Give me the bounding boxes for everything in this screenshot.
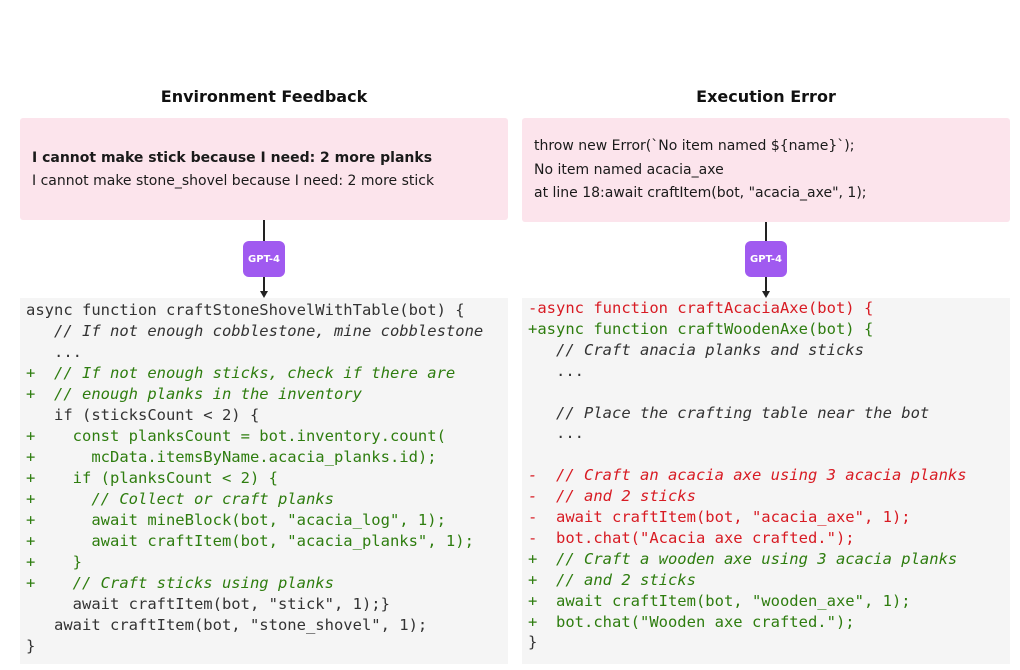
feedback-line: I cannot make stick because I need: 2 mo… <box>32 150 433 166</box>
code-line: +async function craftWoodenAxe(bot) { <box>528 319 874 338</box>
environment-feedback-box: I cannot make stick because I need: 2 mo… <box>20 118 508 220</box>
code-line: } <box>26 637 36 655</box>
feedback-line: I cannot make stone_shovel because I nee… <box>32 173 435 189</box>
code-line: + } <box>26 553 82 571</box>
connector-line <box>263 277 265 291</box>
connector-line <box>263 220 265 242</box>
code-line: + await craftItem(bot, "acacia_planks", … <box>26 532 474 550</box>
down-arrow-icon <box>762 291 770 298</box>
code-line: + const planksCount = bot.inventory.coun… <box>26 427 446 445</box>
code-line: // If not enough cobblestone, mine cobbl… <box>26 322 484 340</box>
code-line: await craftItem(bot, "stone_shovel", 1); <box>26 616 428 634</box>
down-arrow-icon <box>260 291 268 298</box>
code-line: + await mineBlock(bot, "acacia_log", 1); <box>26 511 446 529</box>
environment-feedback-heading: Environment Feedback <box>160 87 368 106</box>
code-line: + bot.chat("Wooden axe crafted."); <box>528 612 855 631</box>
code-line: -async function craftAcaciaAxe(bot) { <box>528 299 874 317</box>
code-line: + // and 2 sticks <box>528 570 696 589</box>
code-line: + await craftItem(bot, "wooden_axe", 1); <box>528 591 911 610</box>
execution-error-heading: Execution Error <box>696 87 836 106</box>
code-line: - // and 2 sticks <box>528 487 696 506</box>
right-code-block: -async function craftAcaciaAxe(bot) { +as… <box>522 298 1010 664</box>
code-line: + // Craft sticks using planks <box>26 574 334 592</box>
code-line: // Place the crafting table near the bot <box>528 403 930 422</box>
error-line: throw new Error(`No item named ${name}`)… <box>534 138 855 154</box>
code-line: } <box>528 633 538 652</box>
code-line: + // Craft a wooden axe using 3 acacia p… <box>528 549 958 568</box>
code-line: - // Craft an acacia axe using 3 acacia … <box>528 466 967 485</box>
code-line: + mcData.itemsByName.acacia_planks.id); <box>26 448 437 466</box>
code-line: ... <box>528 424 584 443</box>
code-line: async function craftStoneShovelWithTable… <box>26 301 465 319</box>
code-line: ... <box>26 343 82 361</box>
code-line: + // If not enough sticks, check if ther… <box>26 364 456 382</box>
gpt4-badge: GPT-4 <box>745 241 787 277</box>
code-line: if (sticksCount < 2) { <box>26 406 260 424</box>
code-line: + if (planksCount < 2) { <box>26 469 278 487</box>
code-line: await craftItem(bot, "stick", 1);} <box>26 595 390 613</box>
error-line: No item named acacia_axe <box>534 162 724 178</box>
error-line: at line 18:await craftItem(bot, "acacia_… <box>534 185 867 201</box>
code-line: ... <box>528 361 584 380</box>
connector-line <box>765 277 767 291</box>
connector-line <box>765 222 767 242</box>
gpt4-badge: GPT-4 <box>243 241 285 277</box>
code-line: // Craft anacia planks and sticks <box>528 340 864 359</box>
left-code-block: async function craftStoneShovelWithTable… <box>20 298 508 664</box>
code-line: - bot.chat("Acacia axe crafted."); <box>528 528 855 547</box>
code-line: - await craftItem(bot, "acacia_axe", 1); <box>528 508 911 526</box>
code-line: + // enough planks in the inventory <box>26 385 362 403</box>
execution-error-box: throw new Error(`No item named ${name}`)… <box>522 118 1010 222</box>
code-line: + // Collect or craft planks <box>26 490 334 508</box>
